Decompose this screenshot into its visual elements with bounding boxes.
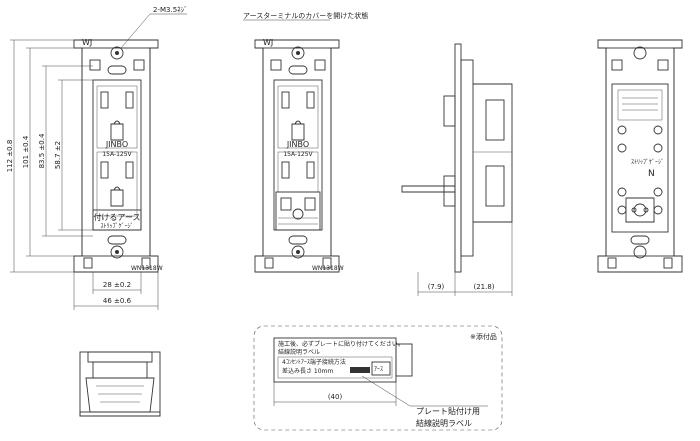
- dim-outer-width: 46 ±0.6: [103, 297, 132, 305]
- front-model-label: WN1318W: [131, 265, 163, 272]
- side-view: (7.9) (21.8): [401, 43, 513, 296]
- dim-plate-height: 83.5 ±0.4: [38, 133, 46, 168]
- screw-callout: 2-M3.5ﾈｼﾞ: [120, 6, 188, 49]
- dim-total-height: 112 ±0.8: [6, 140, 14, 173]
- open-view-caption: アースターミナルのカバーを開けた状態: [243, 11, 368, 20]
- front-brand: JINBO: [105, 140, 128, 149]
- open-model-label: WN1318W: [312, 265, 344, 272]
- attachment-caption: ※添付品: [470, 332, 497, 341]
- front-strip-gauge: ｽﾄﾘｯﾌﾟｹﾞｰｼﾞ: [100, 223, 133, 230]
- label-card-line2: 結線説明ラベル: [278, 348, 320, 356]
- dim-inner-width: 28 ±0.2: [103, 281, 131, 289]
- open-brand: JINBO: [286, 140, 309, 149]
- label-card-line3: 4ｺﾝｾﾝﾄｱｰｽ端子接続方法: [282, 358, 346, 366]
- open-cover-view: JINBO 15A-125V WJ WN1318W: [254, 38, 344, 273]
- front-rating: 15A-125V: [102, 151, 132, 158]
- open-wj-mark: WJ: [263, 38, 273, 47]
- attachment-area: ※添付品 施工後、必ずプレートに貼り付けてください。 結線説明ラベル 4ｺﾝｾﾝ…: [253, 325, 503, 431]
- dim-frame-height: 101 ±0.4: [22, 135, 30, 168]
- front-wj-mark: WJ: [82, 38, 92, 47]
- screw-callout-text: 2-M3.5ﾈｼﾞ: [153, 6, 188, 14]
- vertical-dimensions: 112 ±0.8 101 ±0.4 83.5 ±0.4 58.7 ±2: [6, 39, 93, 273]
- back-label: ｽﾄﾘｯﾌﾟｹﾞｰｼﾞ: [631, 159, 664, 166]
- dim-body-height: 58.7 ±2: [54, 141, 62, 169]
- plate-label-line1: プレート貼付け用: [416, 406, 480, 416]
- dim-label-width: (40): [328, 393, 343, 401]
- bottom-view: [79, 351, 161, 417]
- front-earth-label: 付けるアース: [93, 212, 140, 222]
- front-view: JINBO 15A-125V 付けるアース ｽﾄﾘｯﾌﾟｹﾞｰｼﾞ WJ WN1…: [73, 38, 163, 273]
- label-card-line4: 差込み長さ 10mm: [282, 367, 333, 375]
- dim-depth-back: (21.8): [473, 283, 494, 291]
- plate-label-line2: 結線説明ラベル: [416, 418, 472, 428]
- label-card-side: ｱｰｽ: [374, 366, 383, 373]
- label-card-line1: 施工後、必ずプレートに貼り付けてください。: [278, 340, 404, 348]
- horizontal-dimensions: 28 ±0.2 46 ±0.6: [73, 272, 159, 310]
- back-view: N ｽﾄﾘｯﾌﾟｹﾞｰｼﾞ: [597, 39, 683, 273]
- dim-depth-front: (7.9): [428, 283, 445, 291]
- open-rating: 15A-125V: [283, 151, 313, 158]
- back-neutral-mark: N: [648, 169, 655, 179]
